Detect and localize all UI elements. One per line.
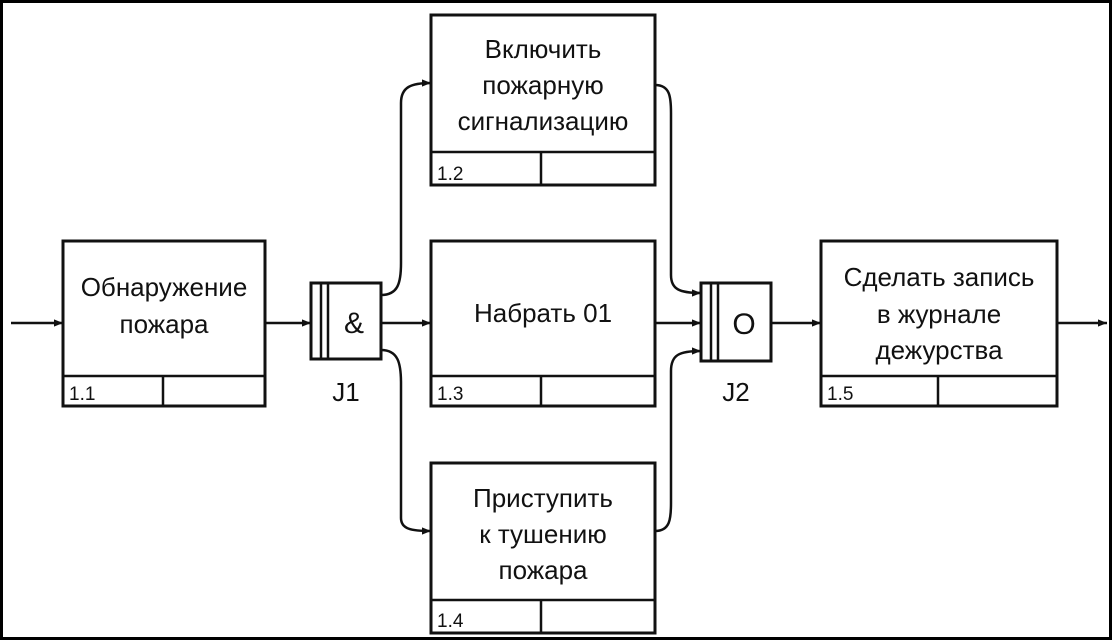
junction-label: J1 [332, 377, 359, 407]
box-title-line: Включить [485, 34, 602, 64]
activity-box-1-4: Приступить к тушению пожара 1.4 [429, 461, 657, 635]
junction-symbol: O [732, 308, 755, 341]
box-title-line: в журнале [877, 299, 1001, 329]
arrow-j1-to-1-2 [380, 79, 432, 297]
arrow-1-4-to-j2 [654, 347, 702, 533]
arrow-j1-to-1-4 [380, 348, 432, 535]
box-number: 1.2 [437, 164, 463, 185]
activity-box-1-1: Обнаружение пожара 1.1 [61, 239, 267, 408]
activity-box-1-3: Набрать 01 1.3 [429, 239, 657, 408]
box-title-line: пожара [119, 309, 209, 339]
junction-symbol: & [344, 307, 364, 340]
box-title-line: пожара [498, 555, 588, 585]
box-title-line: пожарную [482, 70, 603, 100]
box-title-line: дежурства [875, 335, 1003, 365]
box-title-line: Приступить [473, 483, 613, 513]
junction-label: J2 [722, 377, 749, 407]
box-title-line: к тушению [479, 519, 607, 549]
box-title-line: Обнаружение [81, 272, 248, 302]
box-title-line: сигнализацию [458, 106, 629, 136]
idef3-diagram: Обнаружение пожара 1.1 Включить пожарную… [11, 13, 1107, 635]
activity-box-1-5: Сделать запись в журнале дежурства 1.5 [819, 239, 1059, 408]
box-title-line: Набрать 01 [474, 298, 612, 328]
box-number: 1.5 [827, 384, 853, 405]
box-number: 1.4 [437, 611, 464, 632]
box-number: 1.3 [437, 384, 463, 405]
arrow-1-2-to-j2 [654, 83, 702, 297]
junction-j2: O J2 [699, 281, 773, 407]
activity-box-1-2: Включить пожарную сигнализацию 1.2 [429, 13, 657, 187]
box-number: 1.1 [69, 384, 95, 405]
box-title-line: Сделать запись [844, 262, 1035, 292]
junction-j1: & J1 [309, 281, 383, 407]
